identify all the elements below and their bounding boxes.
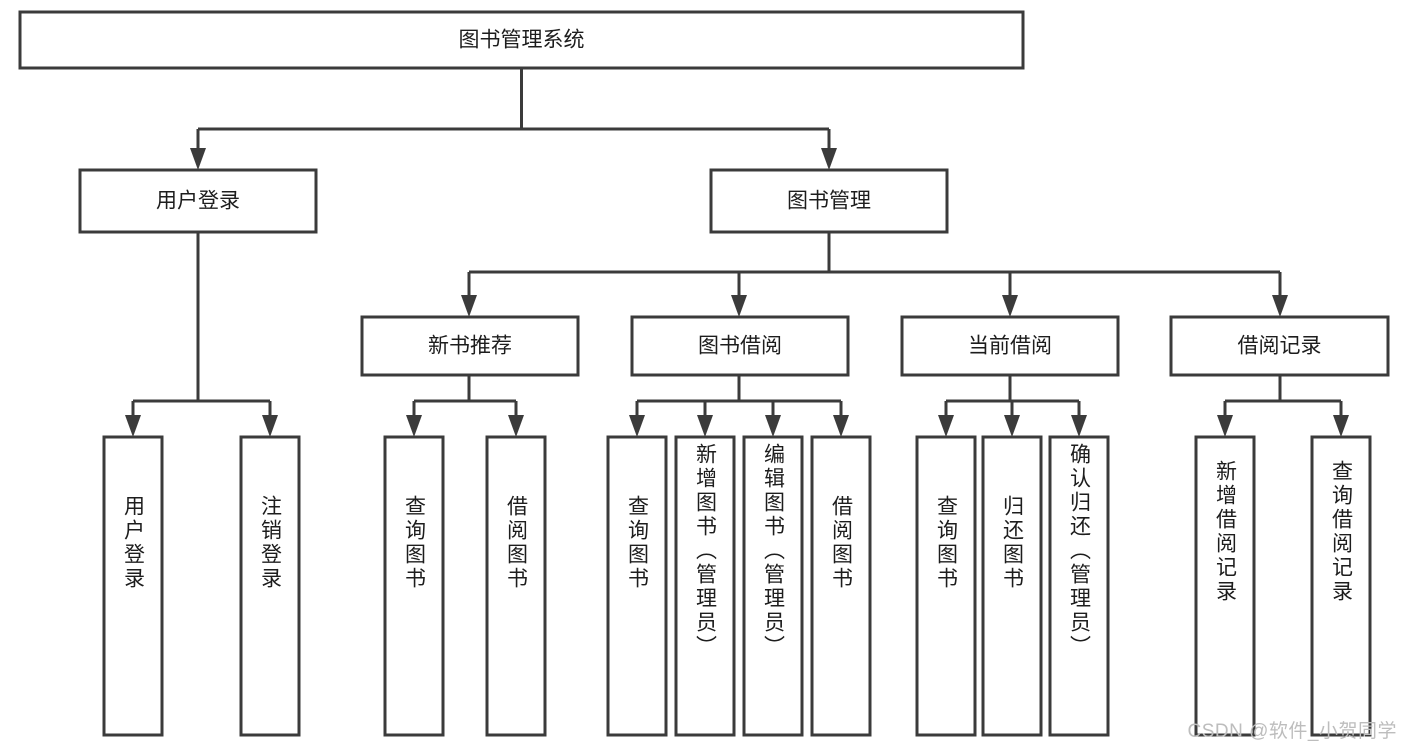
leaf-box-current-borrow-2[interactable] <box>981 435 1043 737</box>
arrowhead-userlogin <box>190 148 206 170</box>
node-borrow-record-box[interactable] <box>1169 315 1390 377</box>
watermark-text: CSDN @软件_小贺同学 <box>1187 721 1397 742</box>
arrowhead-currentborrow-leaf-3 <box>1071 415 1087 437</box>
leaf-box-book-borrow-3[interactable] <box>742 435 804 737</box>
node-new-book-recommend[interactable]: 新书推荐 <box>360 315 580 377</box>
leaf-box-current-borrow-1[interactable] <box>915 435 977 737</box>
connector-group-root <box>190 68 837 170</box>
node-current-borrow[interactable]: 当前借阅 <box>900 315 1120 377</box>
leaf-box-borrow-record-1[interactable] <box>1194 435 1256 737</box>
node-book-management[interactable]: 图书管理 <box>709 168 949 234</box>
leaf-box-book-borrow-1[interactable] <box>606 435 668 737</box>
node-root-box[interactable] <box>18 10 1025 70</box>
connector-group-borrowrecord <box>1217 375 1349 437</box>
arrowhead-userlogin-leaf-1 <box>125 415 141 437</box>
node-user-login[interactable]: 用户登录 <box>78 168 318 234</box>
arrowhead-borrowrecord <box>1272 295 1288 317</box>
node-book-borrow-box[interactable] <box>630 315 850 377</box>
node-book-borrow-label: 图书借阅 <box>698 335 782 358</box>
node-book-management-box[interactable] <box>709 168 949 234</box>
node-book-management-label: 图书管理 <box>787 190 871 213</box>
node-book-borrow[interactable]: 图书借阅 <box>630 315 850 377</box>
arrowhead-bookborrow-leaf-3 <box>765 415 781 437</box>
arrowhead-newbook-leaf-2 <box>508 415 524 437</box>
node-root[interactable]: 图书管理系统 <box>18 10 1025 70</box>
node-root-label: 图书管理系统 <box>459 29 585 52</box>
leaf-box-user-login-1[interactable] <box>102 435 164 737</box>
node-user-login-box[interactable] <box>78 168 318 234</box>
arrowhead-currentborrow-leaf-1 <box>938 415 954 437</box>
arrowhead-newbook <box>461 295 477 317</box>
connector-group-userlogin <box>125 232 278 437</box>
leaf-box-borrow-record-2[interactable] <box>1310 435 1372 737</box>
arrowhead-newbook-leaf-1 <box>406 415 422 437</box>
node-current-borrow-box[interactable] <box>900 315 1120 377</box>
leaf-box-new-book-2[interactable] <box>485 435 547 737</box>
connector-group-currentborrow <box>938 375 1087 437</box>
leaf-box-user-login-2[interactable] <box>239 435 301 737</box>
arrowhead-bookborrow-leaf-2 <box>697 415 713 437</box>
arrowhead-bookborrow <box>731 295 747 317</box>
arrowhead-currentborrow-leaf-2 <box>1004 415 1020 437</box>
arrowhead-borrowrecord-leaf-2 <box>1333 415 1349 437</box>
arrowhead-bookborrow-leaf-1 <box>629 415 645 437</box>
node-borrow-record[interactable]: 借阅记录 <box>1169 315 1390 377</box>
connector-group-newbook <box>406 375 524 437</box>
leaf-box-new-book-1[interactable] <box>383 435 445 737</box>
node-new-book-recommend-label: 新书推荐 <box>428 335 512 358</box>
arrowhead-currentborrow <box>1002 295 1018 317</box>
leaf-box-current-borrow-3[interactable] <box>1048 435 1110 737</box>
node-borrow-record-label: 借阅记录 <box>1238 335 1322 358</box>
arrowhead-borrowrecord-leaf-1 <box>1217 415 1233 437</box>
leaf-box-book-borrow-2[interactable] <box>674 435 736 737</box>
node-user-login-label: 用户登录 <box>156 190 240 213</box>
arrowhead-bookmgmt <box>821 148 837 170</box>
connector-group-bookmgmt <box>461 232 1288 317</box>
connector-group-bookborrow <box>629 375 849 437</box>
arrowhead-userlogin-leaf-2 <box>262 415 278 437</box>
arrowhead-bookborrow-leaf-4 <box>833 415 849 437</box>
leaf-box-book-borrow-4[interactable] <box>810 435 872 737</box>
node-new-book-recommend-box[interactable] <box>360 315 580 377</box>
node-current-borrow-label: 当前借阅 <box>968 335 1052 358</box>
